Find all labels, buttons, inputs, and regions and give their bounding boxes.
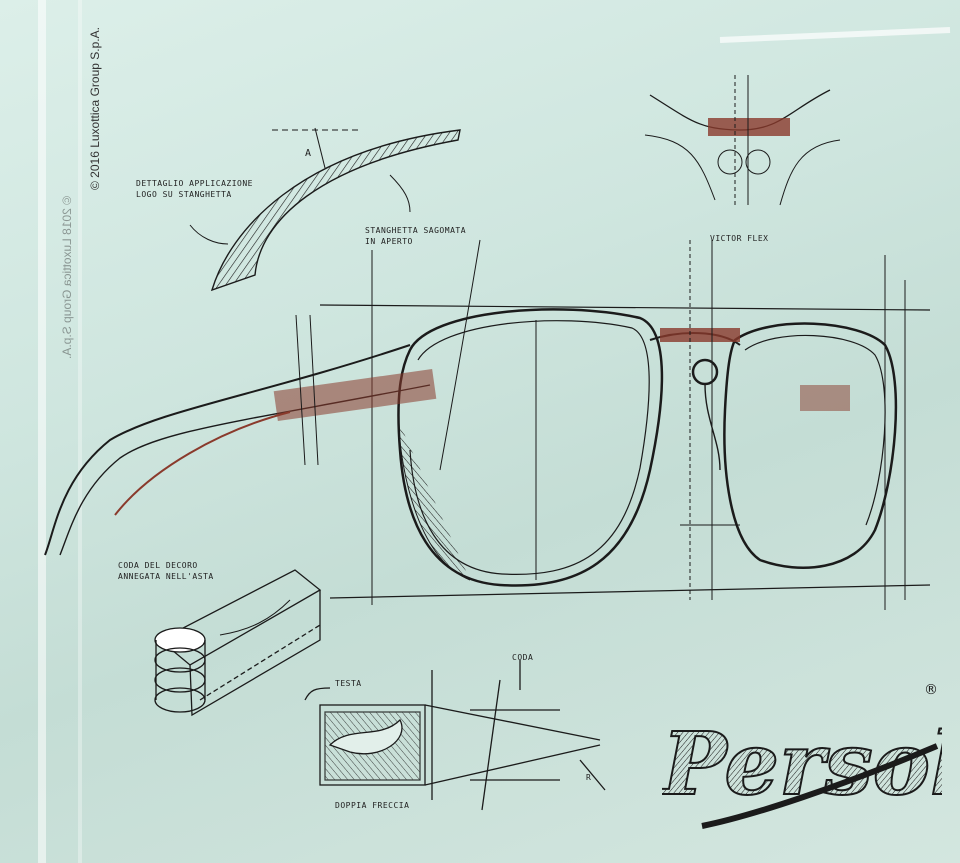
label-freccia: DOPPIA FRECCIA xyxy=(335,801,410,810)
temple-logo-detail xyxy=(189,127,461,292)
label-testa: TESTA xyxy=(335,679,362,688)
persol-logo: Persol ® xyxy=(662,682,942,829)
section-detail xyxy=(304,660,606,811)
svg-text:®: ® xyxy=(924,682,938,698)
label-alpha: α xyxy=(305,148,312,159)
bridge-detail xyxy=(644,75,841,206)
glass-edge-left xyxy=(38,0,46,863)
glass-edge-left-2 xyxy=(78,0,82,863)
hinge-detail xyxy=(154,569,322,717)
frame-drawing xyxy=(44,239,931,610)
svg-text:Persol: Persol xyxy=(662,714,942,815)
label-logo-detail: DETTAGLIO APPLICAZIONE LOGO SU STANGHETT… xyxy=(136,179,253,199)
label-radius: R xyxy=(586,773,592,782)
label-victor-flex: VICTOR FLEX xyxy=(710,234,769,243)
label-coda-decoro: CODA DEL DECORO ANNEGATA NELL'ASTA xyxy=(118,561,214,581)
label-coda: CODA xyxy=(512,653,534,662)
label-temple-shaped: STANGHETTA SAGOMATA IN APERTO xyxy=(365,226,467,246)
